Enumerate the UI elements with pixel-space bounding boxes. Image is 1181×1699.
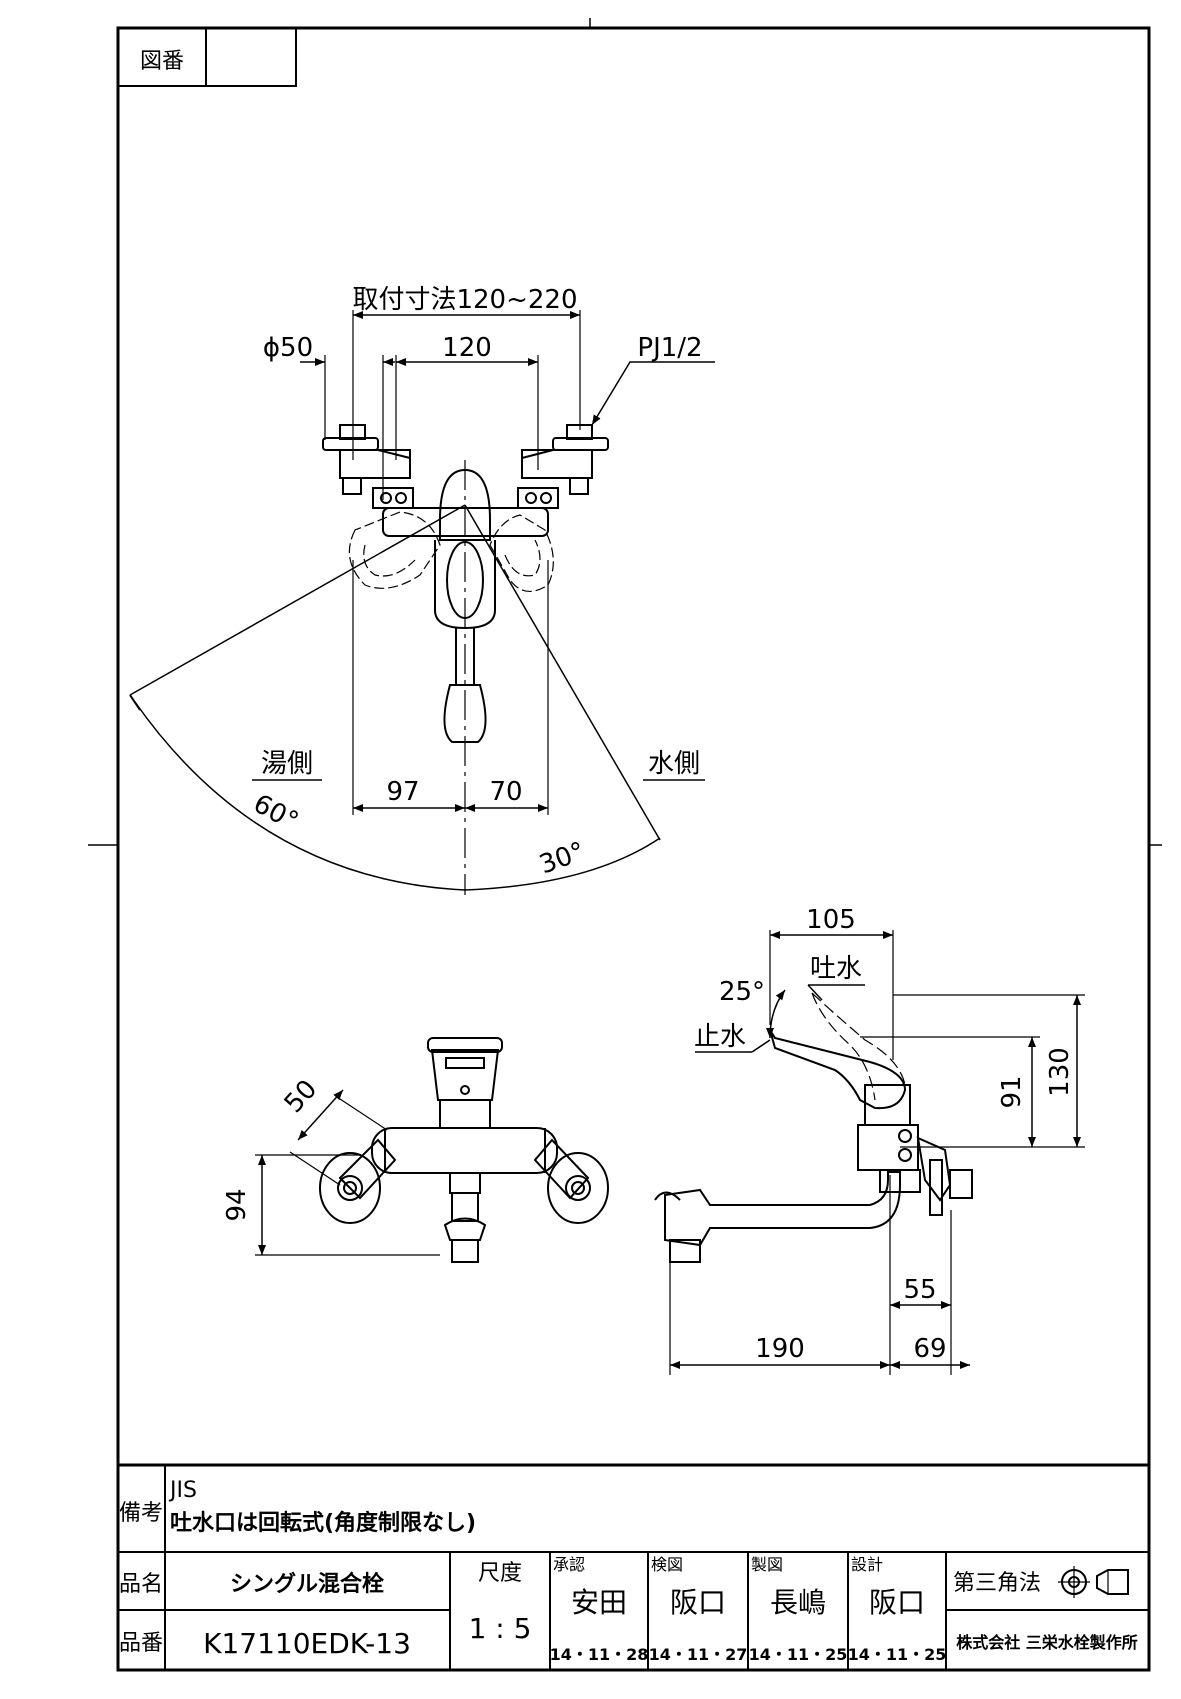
draft-date: 14・11・25: [749, 1645, 848, 1664]
dim-69-label: 69: [913, 1334, 946, 1364]
projection-label: 第三角法: [953, 1571, 1041, 1596]
scale-value: 1 : 5: [469, 1612, 532, 1645]
center-distance-label: 120: [442, 333, 492, 363]
drawing-number-label: 図番: [140, 49, 184, 74]
note-jis: JIS: [168, 1478, 197, 1503]
install-dimension-label: 取付寸法120~220: [352, 285, 577, 315]
note-spout-rotation: 吐水口は回転式(角度制限なし): [170, 1510, 476, 1536]
approval-label: 承認: [553, 1555, 585, 1574]
angle-ray-right: [464, 504, 661, 841]
design-label: 設計: [851, 1555, 883, 1574]
design-name: 阪口: [869, 1586, 925, 1619]
scale-label: 尺度: [478, 1561, 522, 1586]
left-offset-label: 97: [386, 777, 419, 807]
dim-55-label: 55: [903, 1275, 936, 1305]
product-name-value: シングル混合栓: [230, 1571, 384, 1597]
check-label: 検図: [651, 1555, 683, 1574]
front-view: [255, 1037, 609, 1263]
discharge-label: 吐水: [810, 954, 862, 984]
dim-105-label: 105: [806, 905, 856, 935]
notes-label: 備考: [119, 1501, 163, 1526]
angle-ray-left: [129, 504, 466, 696]
top-view: [129, 310, 715, 895]
angle-arc: [134, 701, 661, 891]
dim-190-label: 190: [755, 1334, 805, 1364]
dim-50-label: 50: [279, 1074, 323, 1119]
stop-label: 止水: [694, 1022, 746, 1052]
sheet-border: [116, 26, 1151, 1672]
design-date: 14・11・25: [848, 1645, 947, 1664]
title-block: [118, 1463, 1149, 1670]
dim-130-label: 130: [1045, 1047, 1075, 1097]
angle-60-label: 60°: [248, 789, 303, 837]
approval-date: 14・11・28: [550, 1645, 649, 1664]
product-number-label: 品番: [119, 1631, 163, 1656]
drawing-number-box: 図番: [117, 27, 297, 87]
product-number-value: K17110EDK-13: [203, 1627, 411, 1660]
approval-name: 安田: [571, 1586, 627, 1619]
cold-side-label: 水側: [648, 749, 700, 779]
draft-label: 製図: [751, 1555, 783, 1574]
check-name: 阪口: [670, 1586, 726, 1619]
phi-dimension-label: ϕ50: [263, 333, 313, 363]
side-view: [654, 930, 1085, 1375]
company-name: 株式会社 三栄水栓製作所: [956, 1633, 1138, 1652]
dim-94-label: 94: [222, 1188, 252, 1221]
angle-25-label: 25°: [719, 977, 765, 1007]
check-date: 14・11・27: [649, 1645, 748, 1664]
dim-91-label: 91: [997, 1075, 1027, 1108]
thread-size-label: PJ1/2: [637, 333, 702, 363]
right-offset-label: 70: [489, 777, 522, 807]
hot-side-label: 湯側: [261, 749, 313, 779]
third-angle-projection-symbol: [1058, 1566, 1129, 1598]
product-name-label: 品名: [119, 1572, 163, 1597]
draft-name: 長嶋: [770, 1586, 826, 1619]
